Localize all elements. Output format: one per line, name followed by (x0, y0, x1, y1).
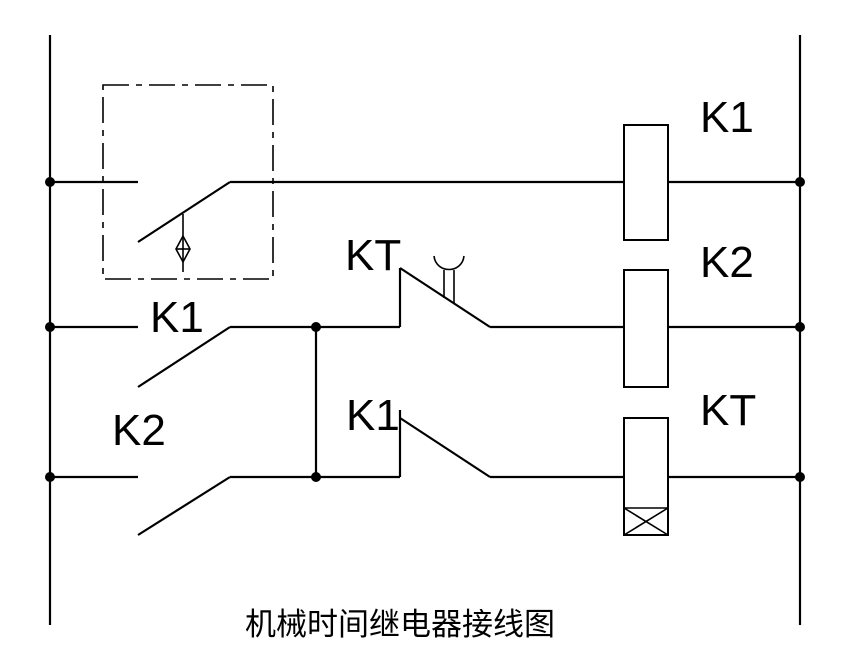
contact-k2-row3-label: K2 (112, 406, 166, 455)
junction-dot (45, 177, 55, 187)
coil-k1 (623, 124, 669, 241)
coil-k2-label: K2 (700, 238, 754, 287)
coil-k2 (623, 269, 669, 388)
junction-dot (311, 322, 321, 332)
junction-dot (45, 472, 55, 482)
contact-kt-label: KT (345, 231, 401, 280)
diagram-caption: 机械时间继电器接线图 (245, 607, 555, 643)
contact-k1-row3-label: K1 (346, 391, 400, 440)
row-2-circuit: K1 KT K2 (50, 231, 800, 388)
k1-nc-contact-blade (399, 417, 491, 478)
coil-k1-label: K1 (700, 93, 754, 142)
junction-dot (795, 322, 805, 332)
junction-dot (311, 472, 321, 482)
kt-contact-blade (399, 267, 491, 328)
kt-delay-actuator-icon (433, 255, 465, 304)
operating-mechanism-icon (175, 214, 191, 272)
row1-switch-blade (137, 181, 231, 243)
row2-k1-contact-blade (137, 326, 231, 388)
row3-k2-contact-blade (137, 476, 231, 536)
row-1-circuit: K1 (50, 84, 800, 280)
junction-dot (795, 177, 805, 187)
contact-k1-row2-label: K1 (150, 293, 204, 342)
junction-dot (45, 322, 55, 332)
junction-dot (795, 472, 805, 482)
row-3-circuit: K2 K1 KT (50, 386, 800, 536)
coil-kt-label: KT (700, 386, 756, 435)
coil-kt (623, 417, 669, 536)
switch-enclosure-dashed (102, 84, 274, 280)
